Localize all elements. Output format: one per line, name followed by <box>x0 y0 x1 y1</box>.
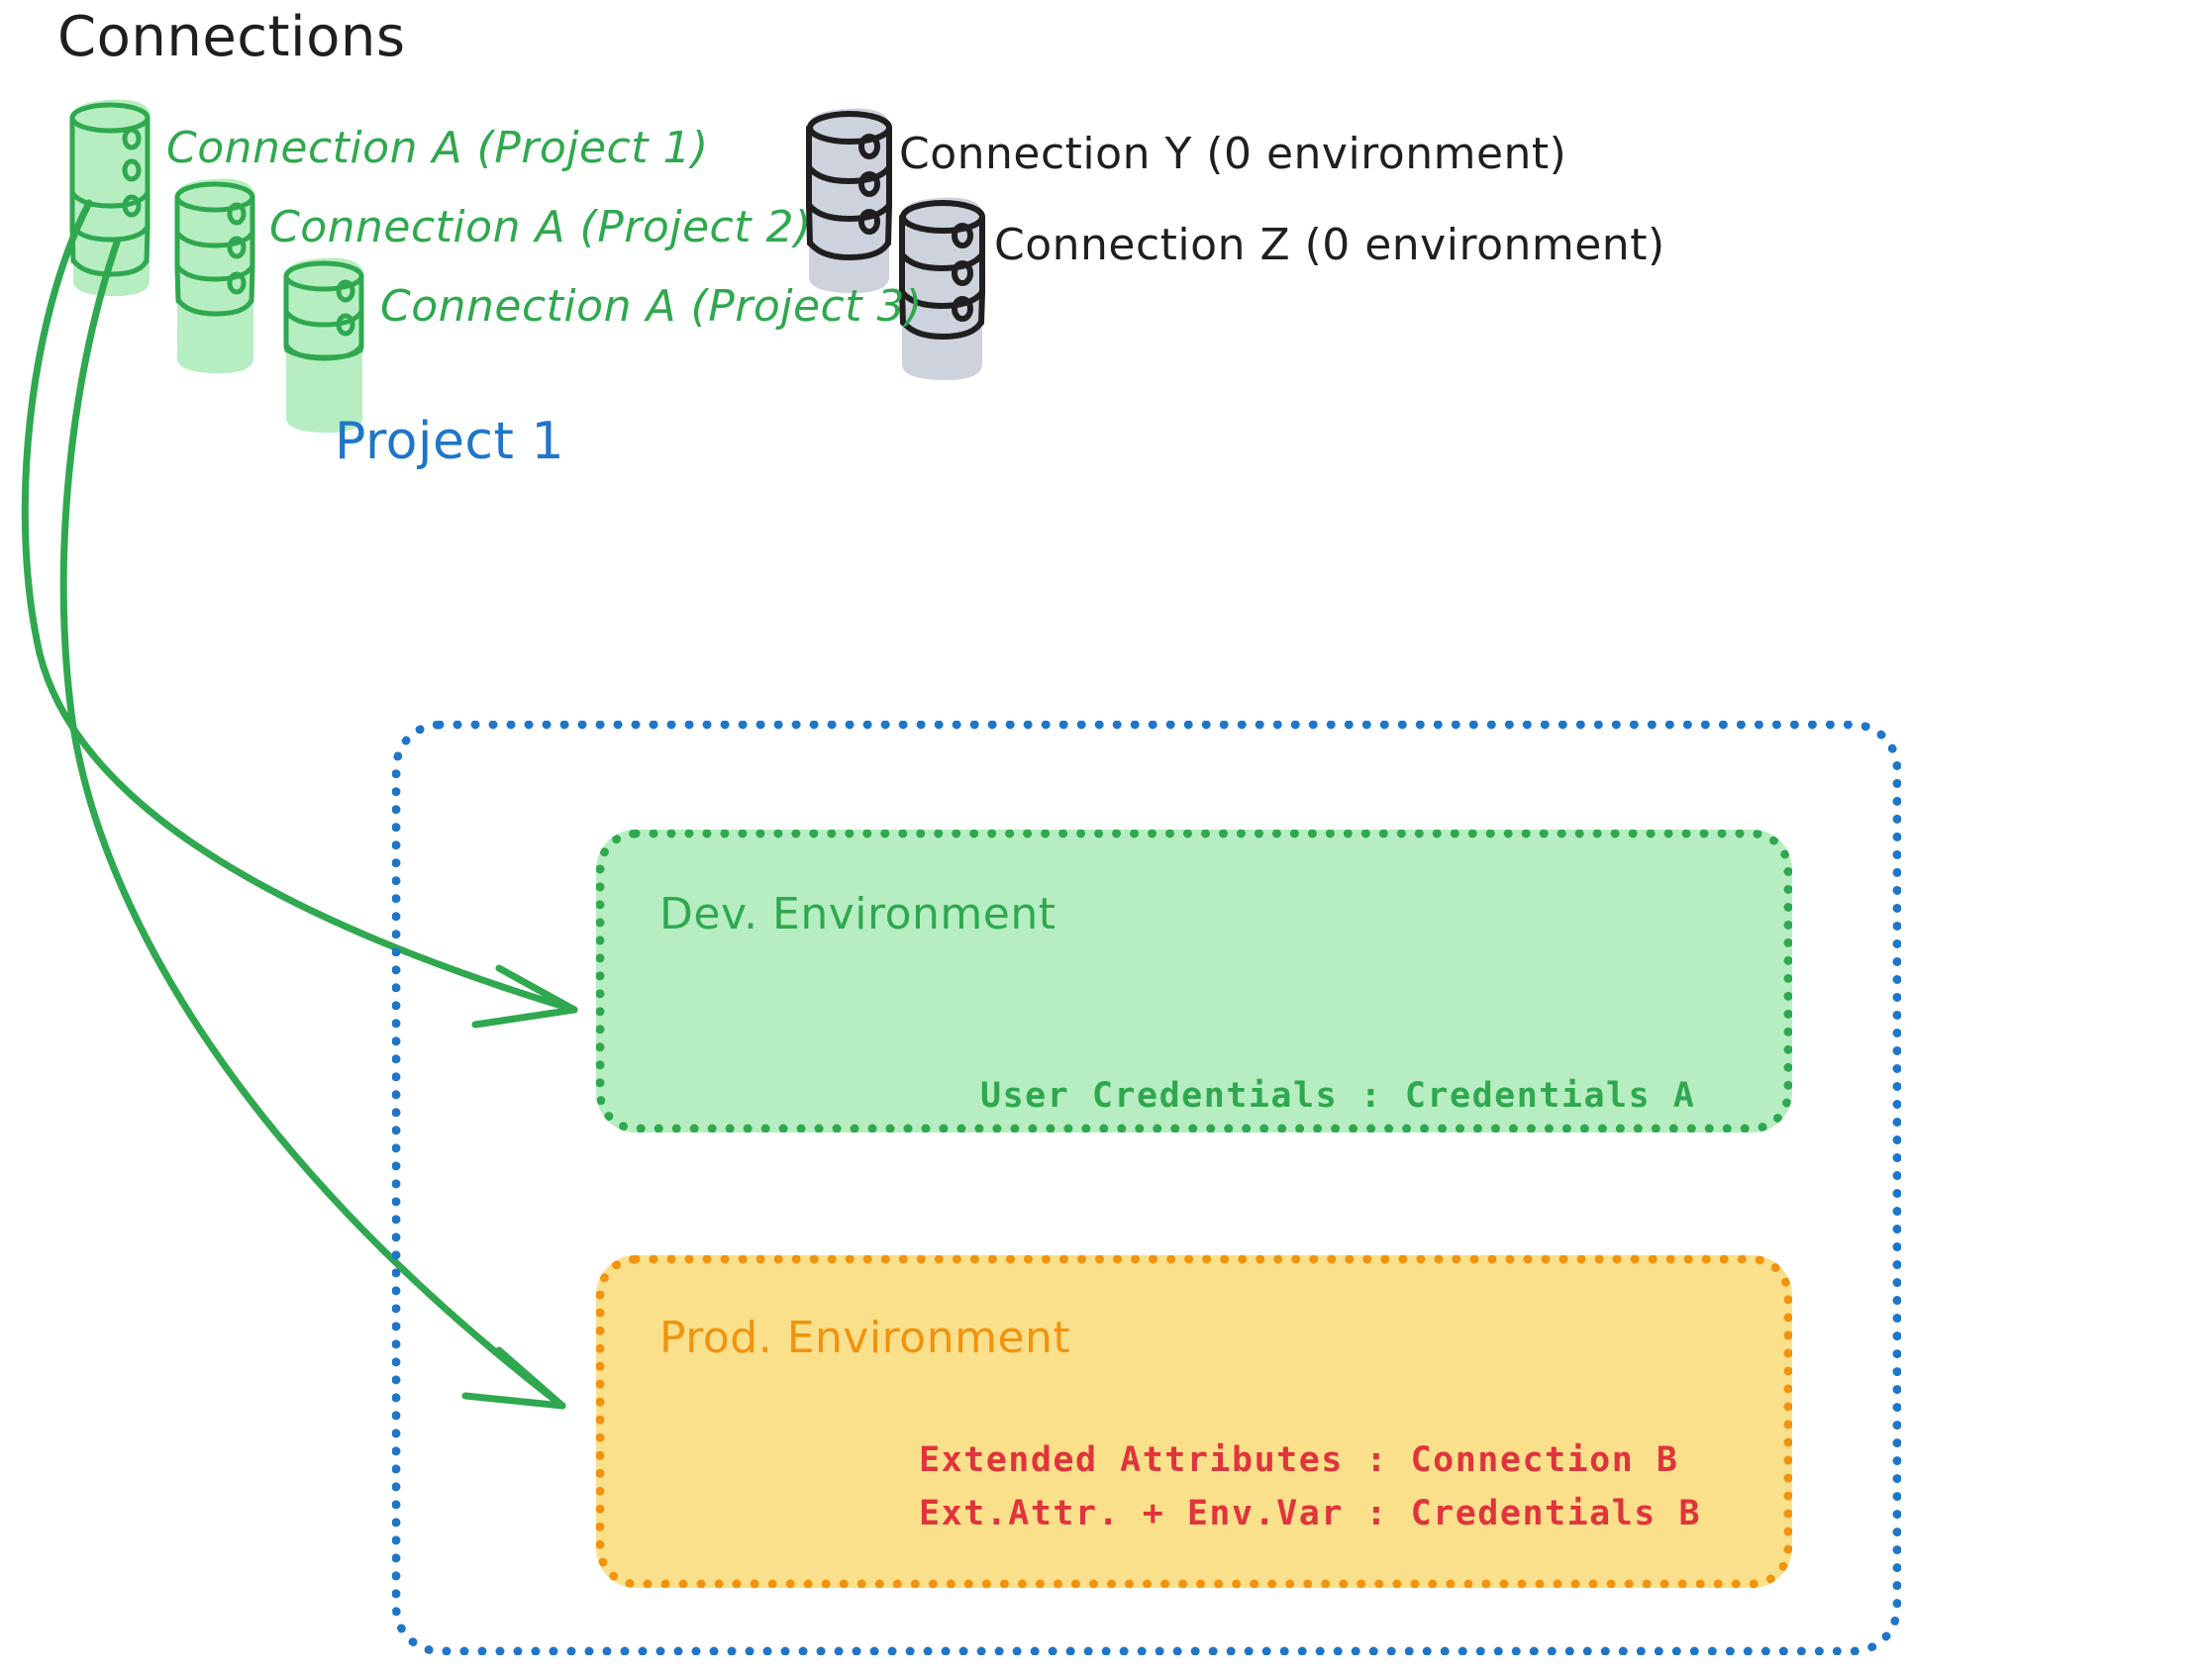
dev-environment-row-user-credentials: User Credentials : Credentials A <box>980 1076 1696 1116</box>
database-icon-connection-a-project-1 <box>69 99 151 297</box>
project-title: Project 1 <box>335 412 565 471</box>
database-icon-connection-z <box>899 197 985 381</box>
dev-environment-box <box>596 830 1792 1132</box>
dev-environment-title: Dev. Environment <box>659 889 1056 939</box>
connection-label-a-project-3: Connection A (Project 3) <box>380 281 923 332</box>
connection-label-a-project-2: Connection A (Project 2) <box>269 202 812 252</box>
project-1-container <box>392 721 1901 1655</box>
prod-environment-row-ext-attr-env-var: Ext.Attr. + Env.Var : Credentials B <box>919 1494 1702 1533</box>
connection-label-y: Connection Y (0 environment) <box>899 129 1567 179</box>
prod-environment-row-extended-attributes: Extended Attributes : Connection B <box>919 1440 1679 1480</box>
arrow-connection-a-to-prod <box>59 239 566 1410</box>
page-title: Connections <box>57 5 406 69</box>
arrow-connection-a-to-dev <box>21 199 578 1029</box>
connection-label-a-project-1: Connection A (Project 1) <box>166 123 709 173</box>
connection-label-z: Connection Z (0 environment) <box>994 220 1665 270</box>
prod-environment-title: Prod. Environment <box>659 1313 1071 1363</box>
prod-environment-box <box>596 1255 1792 1588</box>
database-icon-connection-a-project-2 <box>174 178 255 374</box>
database-icon-connection-y <box>806 108 892 294</box>
database-icon-connection-a-project-3 <box>283 257 364 434</box>
